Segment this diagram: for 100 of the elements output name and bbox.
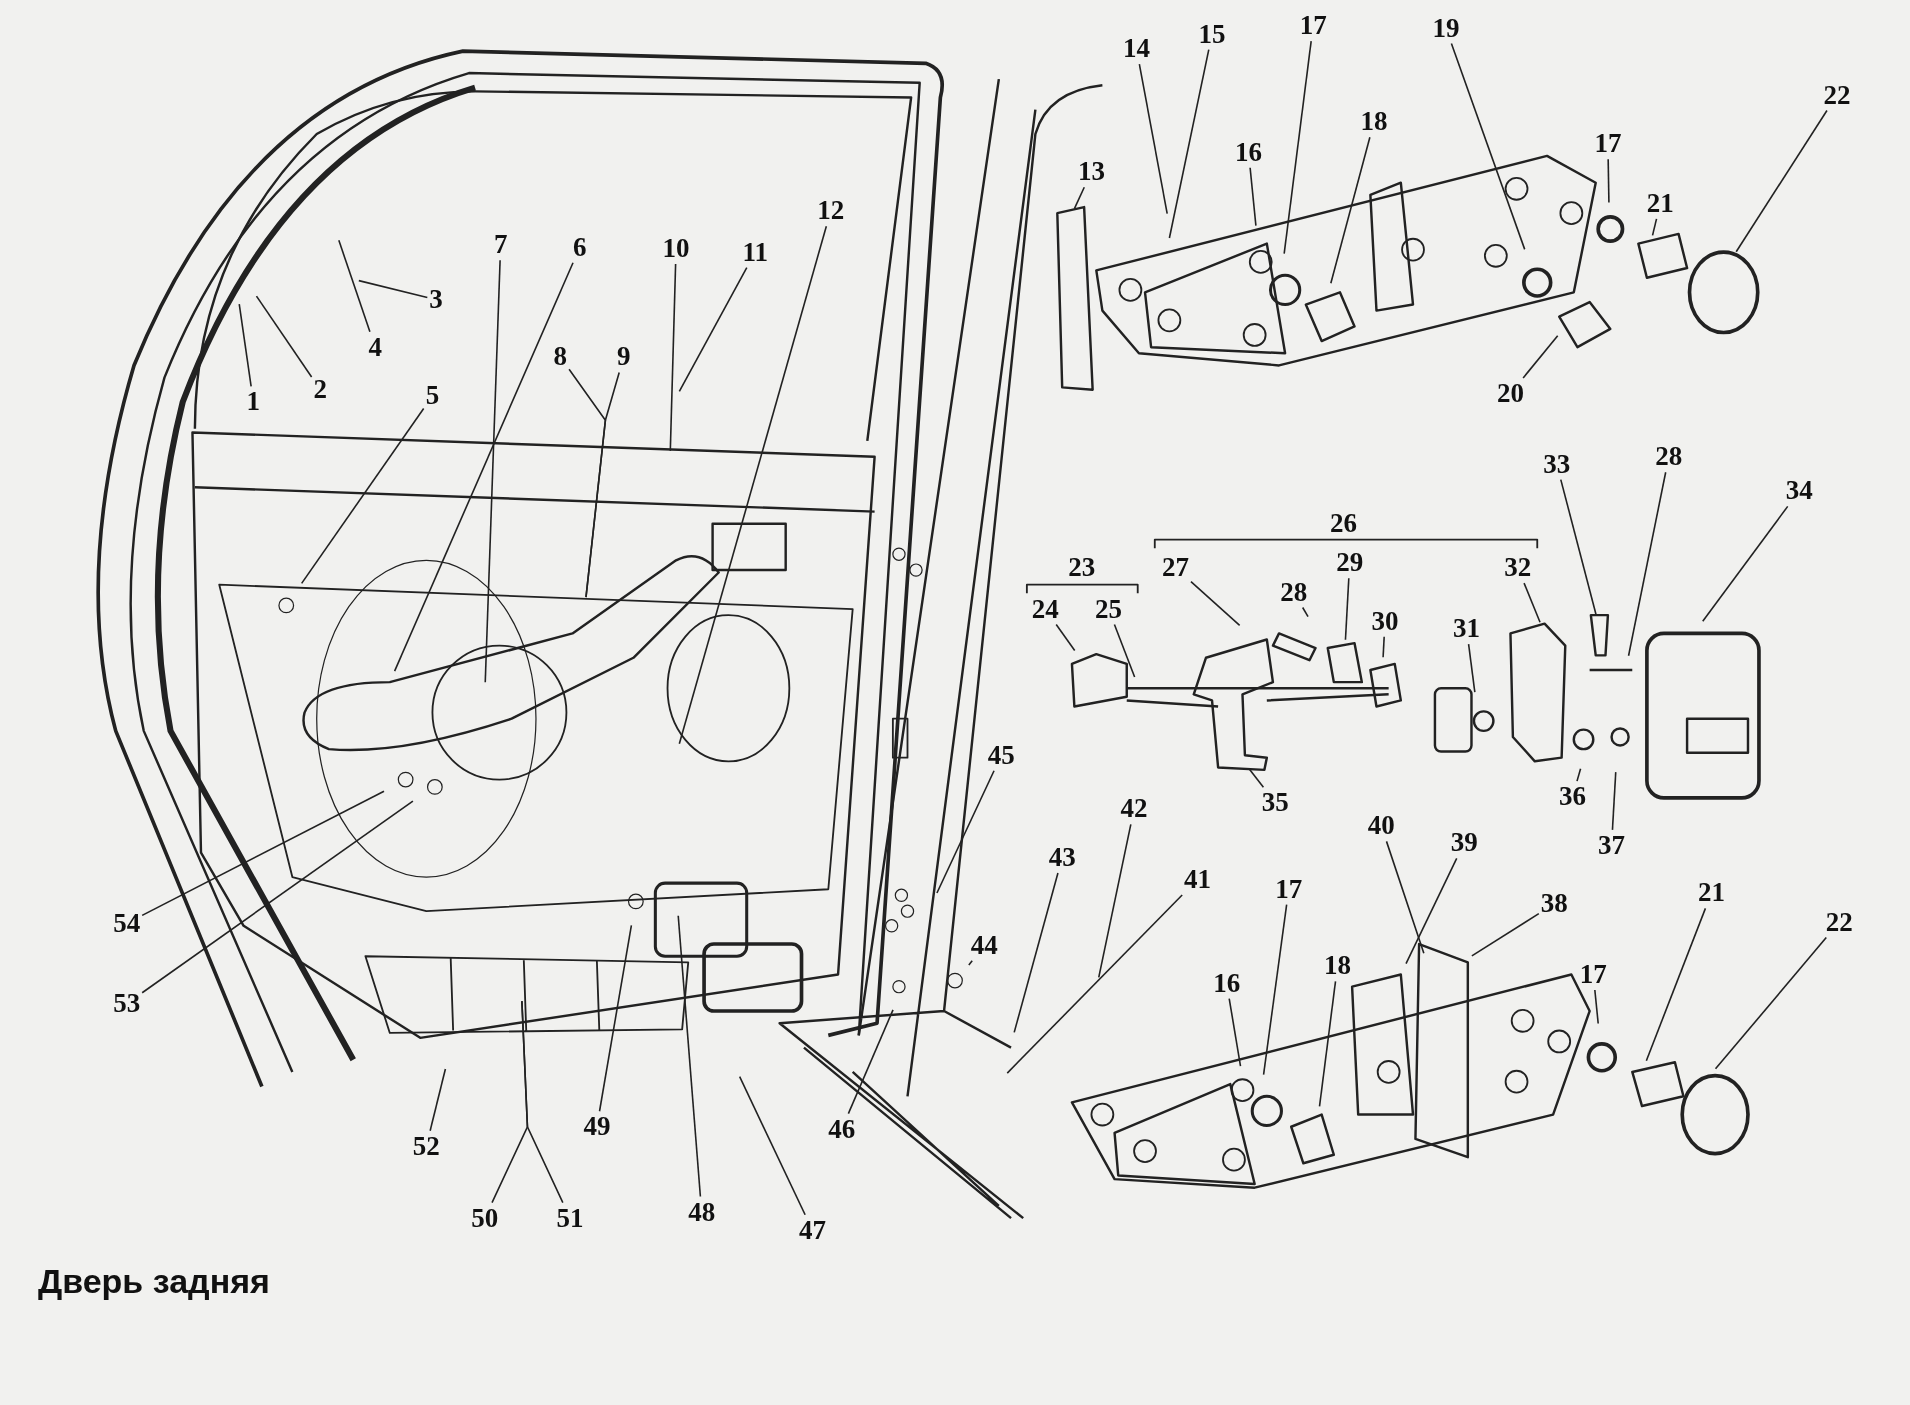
leader-line (968, 959, 973, 966)
leader-line (1627, 471, 1667, 657)
callout-number: 40 (1367, 812, 1395, 840)
callout-number: 42 (1120, 795, 1148, 823)
callout-number: 33 (1543, 450, 1571, 478)
callout-number: 17 (1594, 130, 1622, 158)
leader-line (1318, 980, 1337, 1108)
callout-number: 10 (662, 235, 690, 262)
callout-number: 21 (1697, 879, 1725, 907)
callout-number: 39 (1450, 829, 1478, 857)
callout-number: 13 (1077, 158, 1105, 186)
callout-number: 32 (1504, 554, 1532, 582)
leader-line (1576, 767, 1582, 782)
leader-line (1735, 109, 1828, 253)
callout-number: 28 (1280, 578, 1308, 606)
leader-line (936, 769, 995, 894)
callout-number: 36 (1559, 783, 1587, 811)
leader-line (1330, 136, 1371, 284)
callout-number: 46 (828, 1115, 856, 1143)
callout-number: 19 (1432, 14, 1460, 42)
callout-number: 43 (1048, 844, 1076, 872)
leader-line (678, 225, 828, 745)
leader-line (1006, 894, 1183, 1074)
leader-line (1594, 989, 1599, 1025)
callout-number: 51 (556, 1204, 584, 1232)
leader-line (1283, 40, 1312, 255)
leader-line (1385, 840, 1425, 955)
leader-line (847, 1009, 894, 1115)
leader-line (1138, 63, 1168, 215)
callout-number: 17 (1275, 875, 1303, 903)
callout-number: 12 (817, 197, 845, 225)
leader-line (1701, 505, 1789, 623)
leader-line (1249, 166, 1257, 227)
callout-number: 3 (429, 286, 443, 314)
callout-number: 45 (987, 741, 1015, 769)
callout-number: 7 (493, 231, 508, 259)
leader-line (738, 1075, 806, 1216)
callout-number: 4 (368, 333, 382, 361)
callout-number: 16 (1213, 969, 1241, 997)
caption: Дверь задняя (38, 1262, 270, 1301)
leader-line (677, 915, 702, 1198)
callout-number: 48 (688, 1198, 716, 1226)
lower-hinge-drawing (1070, 942, 1750, 1189)
callout-number: 23 (1068, 554, 1096, 582)
callout-number: 14 (1123, 35, 1150, 63)
leader-line (1611, 771, 1617, 831)
leader-line (1248, 768, 1265, 789)
leader-line (484, 259, 501, 684)
callout-number: 29 (1336, 549, 1364, 577)
leader-line (338, 239, 371, 333)
callout-number: 9 (616, 343, 631, 371)
callout-number: 18 (1324, 952, 1351, 980)
callout-number: 6 (573, 233, 587, 261)
leader-line (1467, 643, 1476, 693)
callout-number: 38 (1540, 890, 1568, 918)
leader-line (1714, 936, 1828, 1070)
leader-line (358, 279, 429, 299)
callout-number: 1 (246, 388, 261, 416)
leader-line (598, 924, 633, 1113)
leader-line (1073, 186, 1086, 210)
leader-line (678, 266, 748, 393)
leader-line (393, 261, 574, 672)
callout-number: 20 (1496, 379, 1524, 407)
callout-number: 54 (113, 909, 141, 937)
callout-number: 2 (313, 376, 328, 404)
callout-number: 22 (1825, 908, 1853, 936)
leader-line (1013, 872, 1059, 1034)
leader-line (1607, 158, 1610, 204)
callout-number: 16 (1235, 138, 1263, 166)
callout-number: 49 (583, 1113, 611, 1141)
callout-number: 25 (1094, 595, 1122, 623)
leader-line (1450, 42, 1526, 251)
callout-number: 30 (1371, 607, 1399, 635)
leader-line (1651, 218, 1658, 237)
leader-line (1055, 623, 1076, 652)
leader-line (1190, 580, 1241, 627)
leader-line (1344, 577, 1350, 641)
callout-number: 11 (742, 238, 768, 266)
callout-number: 22 (1823, 81, 1851, 109)
leader-line (238, 303, 252, 388)
callout-number: 50 (471, 1204, 499, 1232)
leader-line (521, 1000, 564, 1204)
callout-number: 37 (1598, 831, 1626, 859)
leader-line (1645, 907, 1707, 1062)
leader-line (1522, 334, 1559, 379)
callout-number: 41 (1183, 865, 1211, 893)
leader-line (1523, 582, 1541, 624)
leader-line (1228, 997, 1242, 1067)
callout-number: 24 (1031, 595, 1059, 623)
callout-number: 21 (1646, 189, 1674, 217)
callout-number: 15 (1198, 20, 1226, 48)
callout-number: 47 (798, 1216, 826, 1244)
leader-line (141, 790, 385, 917)
callout-number: 35 (1261, 789, 1289, 817)
callout-number: 18 (1360, 108, 1388, 136)
callout-number: 28 (1655, 443, 1683, 471)
leader-line (1301, 606, 1309, 618)
leader-line (1382, 635, 1385, 659)
callout-number: 27 (1161, 554, 1189, 582)
leader-line (300, 407, 425, 585)
